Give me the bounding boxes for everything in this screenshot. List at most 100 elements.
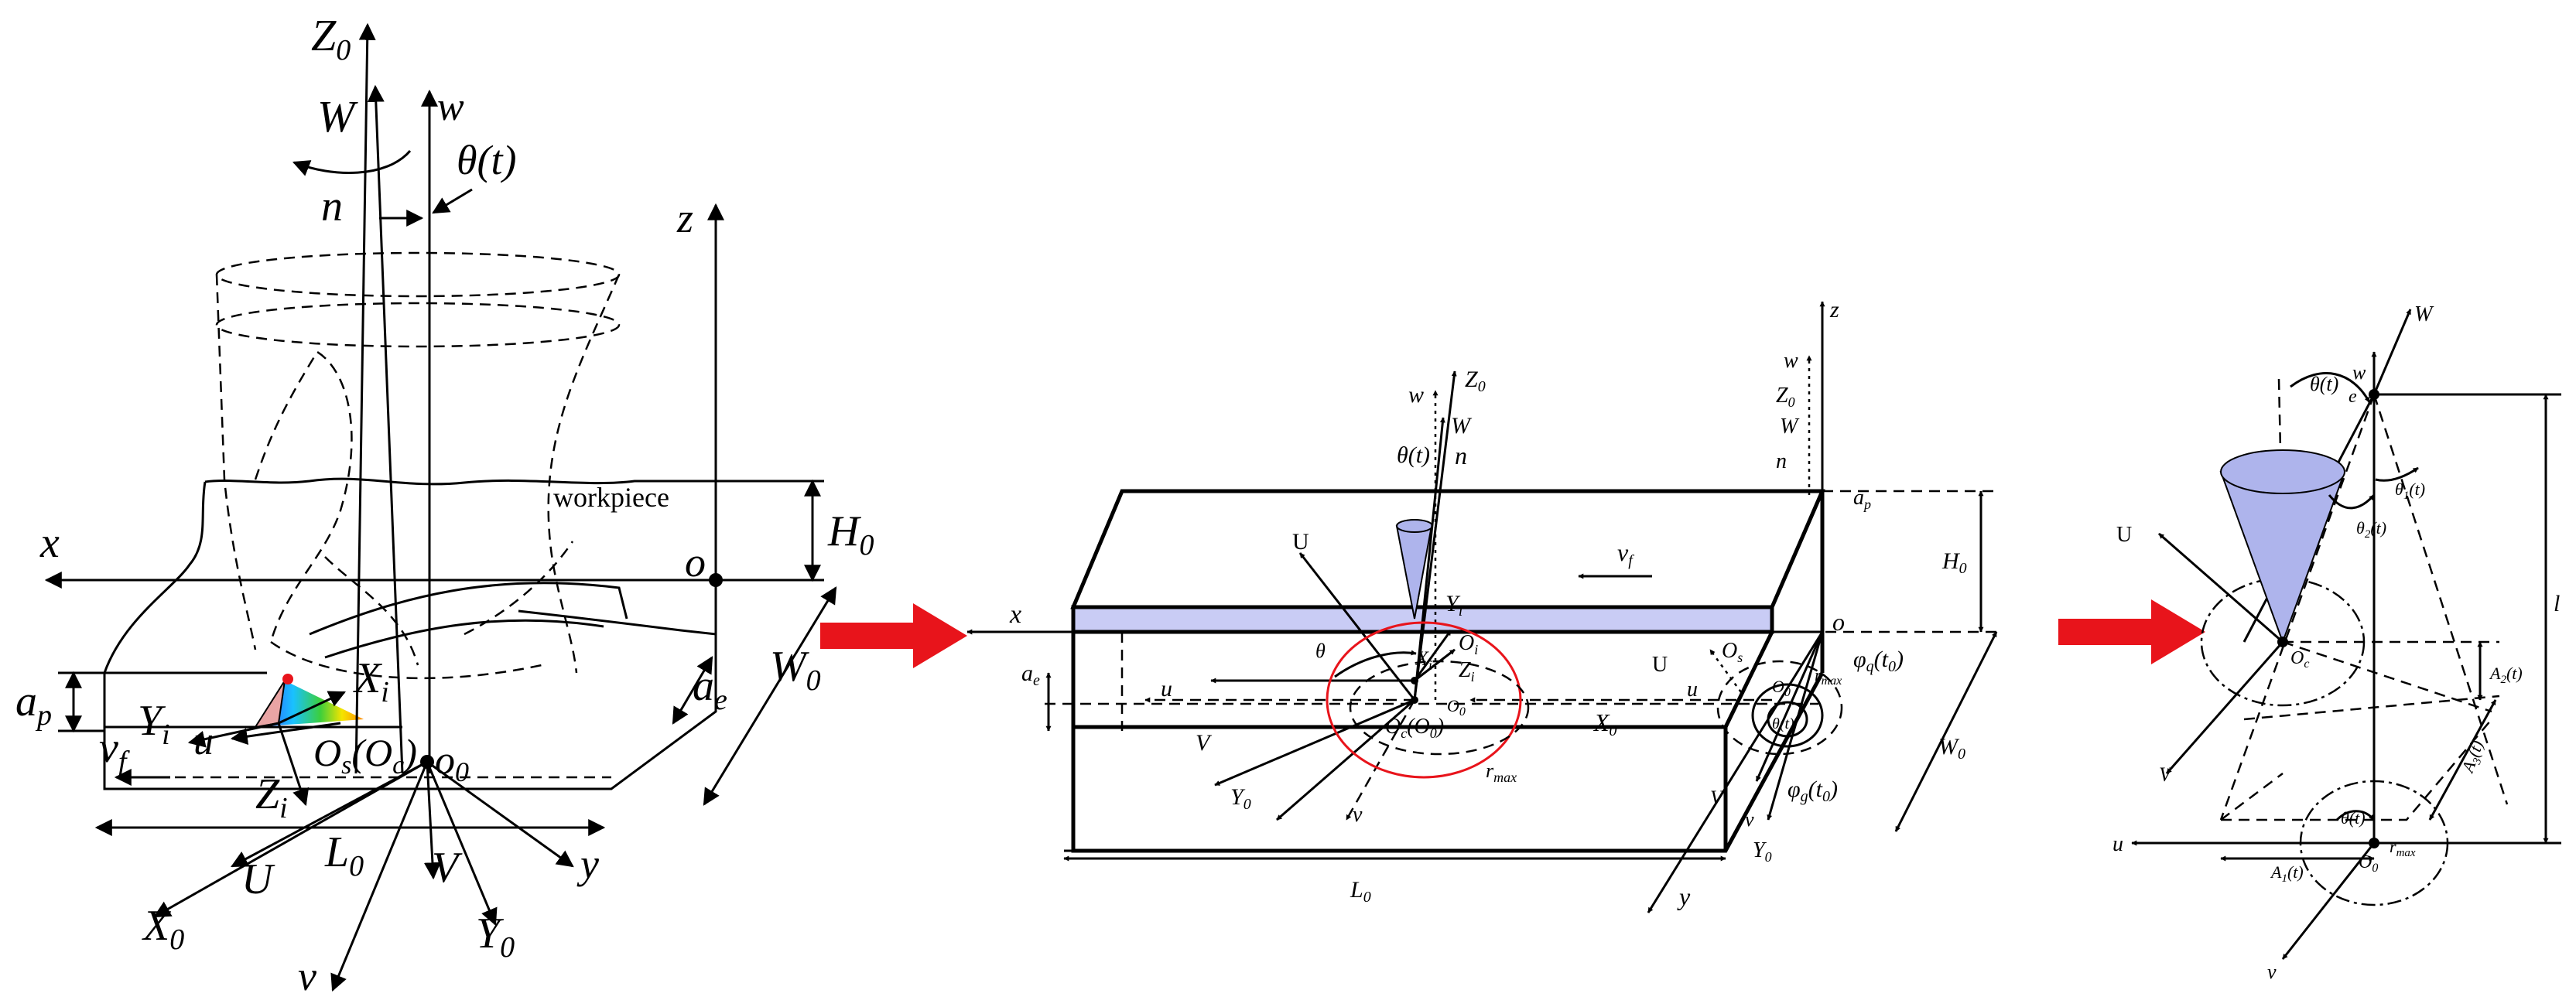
label-theta: θ(t) [1397, 442, 1430, 468]
label-u2: u [1687, 678, 1698, 701]
axis-W [367, 84, 404, 774]
label-l: l [2554, 591, 2560, 616]
construction-lines [2219, 394, 2509, 821]
label-theta: θ(t) [457, 137, 517, 183]
workpiece-top-outline [204, 477, 716, 486]
label-Os: Os [1722, 639, 1743, 665]
right-ellipse-inner [1767, 701, 1808, 738]
label-Xi: Xi [1415, 647, 1432, 673]
label-X0: X0 [142, 902, 184, 956]
label-O0: O0 [2359, 852, 2378, 875]
cutting-point [282, 674, 293, 684]
label-X0: X0 [1592, 708, 1617, 739]
label-O0: O0 [1447, 696, 1466, 719]
label-x: x [39, 519, 60, 567]
label-w: w [437, 85, 464, 129]
label-ap: ap [1853, 486, 1871, 512]
right-ellipse-mid [1751, 683, 1824, 748]
label-W: W [1451, 413, 1473, 439]
point-O0 [2369, 838, 2379, 848]
workpiece-left-edge [103, 481, 207, 727]
axis-W [2372, 309, 2412, 395]
label-phiq: φq(t0) [1853, 647, 1904, 675]
cutter-flute-2 [324, 541, 574, 666]
label-ae: ae [1021, 661, 1040, 689]
label-O02: O0 [1772, 677, 1791, 699]
label-V: V [2159, 763, 2174, 786]
axis-u [230, 722, 341, 746]
label-Y02: Y0 [1753, 838, 1772, 865]
label-V2: V [1710, 787, 1725, 809]
label-theta0: θ(t) [2341, 808, 2366, 828]
panel-3-tool-geometry: w W θ(t) e θ2(t) θ1(t) U Oc l A2(t) V A3… [2112, 302, 2561, 983]
workpiece-groove-top [309, 582, 628, 636]
label-V: V [432, 844, 463, 892]
point-Oi [1411, 677, 1418, 684]
label-y: y [576, 841, 599, 887]
label-H0: H0 [827, 507, 874, 562]
axis-Y0-right [1767, 631, 1824, 821]
axis-U [231, 760, 428, 868]
axis-v [2281, 842, 2376, 960]
label-e: e [2349, 387, 2357, 407]
flow-arrow-2 [2058, 599, 2205, 664]
point-Oc [1411, 696, 1418, 704]
axis-V [2165, 641, 2284, 774]
label-u: u [193, 719, 214, 763]
label-theta: θ(t) [2310, 373, 2338, 395]
label-U: U [2116, 523, 2132, 547]
label-Z0: Z0 [1465, 367, 1486, 395]
cutter-bottom [270, 640, 542, 680]
label-w: w [1408, 382, 1424, 408]
label-n: n [1455, 442, 1467, 469]
origin-o0-dot [420, 755, 434, 769]
label-Xi: Xi [353, 654, 389, 708]
label-u: u [2112, 832, 2123, 856]
label-phig: φg(t0) [1787, 777, 1838, 805]
label-v: v [2267, 961, 2277, 983]
workpiece-step [104, 561, 717, 674]
label-A1: A1(t) [2270, 862, 2304, 885]
block-front-face [1071, 632, 1825, 853]
label-theta2: θ2(t) [2356, 518, 2386, 541]
label-V: V [1196, 730, 1213, 756]
axis-Z0 [354, 22, 376, 774]
label-OsOc: Os(Oc) [313, 731, 417, 780]
theta0-arc [2335, 810, 2376, 821]
label-x: x [1009, 600, 1021, 629]
label-theta0: θ [1315, 640, 1326, 662]
label-z: z [676, 195, 693, 241]
axis-U [1298, 552, 1416, 701]
label-rmax2: rmax [1815, 665, 1842, 688]
axis-Zi [1414, 648, 1456, 682]
axis-V-right [1755, 631, 1824, 782]
point-Oc [2277, 637, 2288, 647]
axis-Y0 [1276, 698, 1415, 821]
cutter-body [215, 274, 621, 674]
cutter-top-ellipse [215, 251, 621, 298]
theta-arrow-right [432, 188, 473, 214]
label-rmax: rmax [2390, 837, 2416, 859]
label-W: W [317, 91, 358, 142]
label-theta-small: θ(t) [1772, 715, 1794, 732]
axis-y [426, 760, 574, 868]
label-w: w [2352, 361, 2366, 384]
label-vf: vf [99, 724, 130, 778]
label-o: o [685, 539, 706, 585]
axis-Y0 [426, 761, 498, 927]
label-OcO0: Oc(O0) [1385, 715, 1444, 741]
label-U2: U [1652, 653, 1668, 677]
label-W0: W0 [770, 643, 821, 697]
label-workpiece: workpiece [553, 482, 669, 513]
label-u: u [1161, 676, 1172, 701]
label-vf: vf [1617, 538, 1634, 569]
block-top-face [1070, 489, 1825, 609]
label-v: v [298, 953, 316, 999]
cutter-cone [2219, 471, 2346, 644]
point-e [2369, 389, 2379, 400]
label-y: y [1677, 882, 1691, 910]
axis-U-right [1709, 649, 1743, 693]
axis-W [1413, 417, 1445, 701]
axis-V [1214, 698, 1415, 787]
label-z: z [1829, 297, 1839, 323]
